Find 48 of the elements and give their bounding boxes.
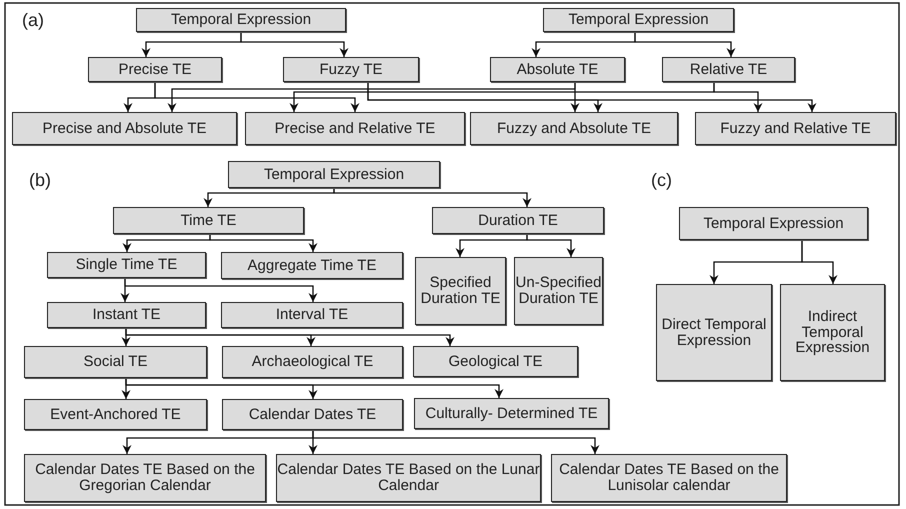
category-box: Calendar Dates TE Based on the Lunisolar calendar [551, 454, 787, 502]
panel-label: (a) [22, 10, 44, 31]
category-box: Time TE [113, 207, 304, 234]
category-box: Precise and Relative TE [245, 112, 465, 145]
arrow [124, 278, 318, 302]
arrow [154, 82, 360, 112]
category-box: Fuzzy TE [283, 57, 419, 82]
category-box: Direct Temporal Expression [656, 284, 772, 381]
arrow [634, 32, 736, 57]
category-box: Instant TE [47, 302, 206, 328]
arrow [312, 430, 600, 454]
category-box: Culturally- Determined TE [414, 398, 609, 429]
arrow [367, 82, 816, 112]
category-box: Archaeological TE [222, 346, 403, 378]
category-box: Precise and Absolute TE [12, 112, 237, 145]
category-box: Interval TE [221, 302, 403, 328]
category-box: Specified Duration TE [415, 257, 506, 325]
category-box: Calendar Dates TE Based on the Lunar Calendar [276, 454, 541, 502]
category-box: Event-Anchored TE [24, 399, 207, 430]
panel-label: (c) [651, 170, 672, 191]
panel-label: (b) [29, 170, 51, 191]
arrow [125, 378, 504, 398]
category-box: Absolute TE [490, 57, 625, 82]
arrow [209, 234, 318, 252]
category-box: Temporal Expression [228, 161, 440, 188]
category-box: Calendar Dates TE Based on the Gregorian Calendar [24, 454, 266, 502]
category-box: Social TE [24, 346, 207, 378]
arrow [570, 82, 580, 112]
category-box: Fuzzy and Absolute TE [470, 112, 678, 145]
category-box: Relative TE [662, 57, 795, 82]
category-box: Temporal Expression [136, 8, 346, 32]
category-box: Un-Specified Duration TE [514, 257, 603, 325]
arrow [713, 82, 762, 112]
category-box: Duration TE [432, 207, 604, 234]
arrow [801, 240, 838, 284]
category-box: Indirect Temporal Expression [780, 284, 885, 381]
category-box: Fuzzy and Relative TE [695, 112, 896, 145]
category-box: Aggregate Time TE [221, 252, 403, 279]
arrow [240, 32, 348, 57]
category-box: Temporal Expression [679, 207, 868, 240]
category-box: Single Time TE [47, 252, 206, 278]
category-box: Precise TE [88, 57, 222, 82]
arrow [333, 188, 532, 207]
category-box: Temporal Expression [543, 8, 734, 32]
arrow [526, 234, 576, 257]
category-box: Geological TE [413, 346, 578, 377]
category-box: Calendar Dates TE [222, 399, 403, 430]
arrow [125, 328, 454, 346]
